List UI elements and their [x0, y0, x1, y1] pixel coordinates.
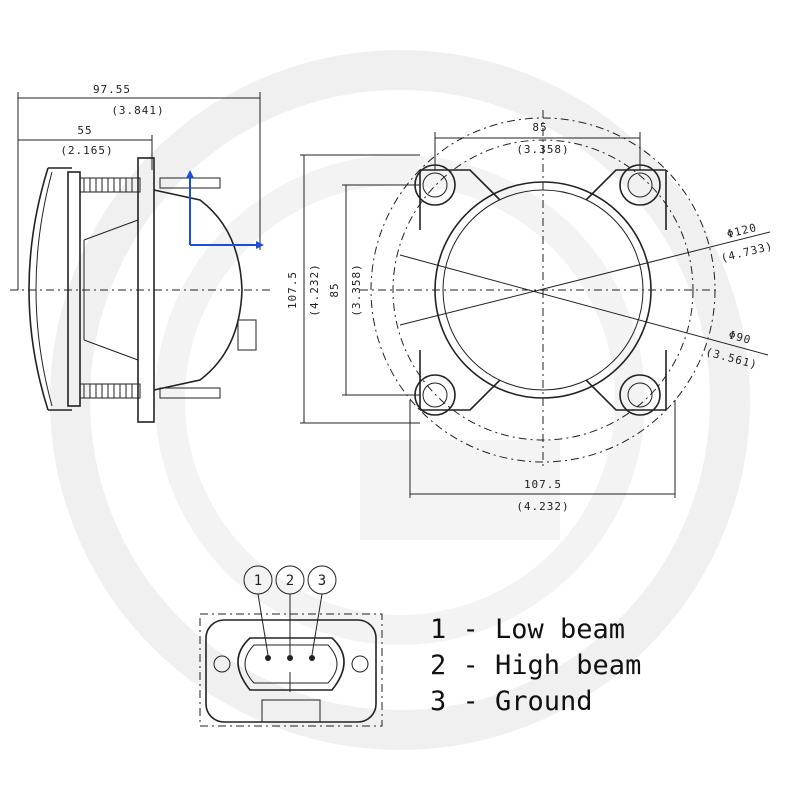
- connector-view: 1 2 3: [199, 565, 383, 727]
- side-view: 97.55 (3.841) 55 (2.165): [10, 83, 270, 423]
- coordinate-axes-icon: [186, 170, 264, 249]
- width-label: 107.5: [524, 478, 562, 491]
- hole-spacing-vertical-label: 85: [328, 282, 341, 297]
- hole-spacing-vertical-inch-label: (3.358): [350, 263, 363, 316]
- flange-depth-label: 55: [77, 124, 92, 137]
- width-inch-label: (4.232): [516, 500, 569, 513]
- pin-callout-1: 1: [243, 565, 273, 595]
- hole-spacing-top-inch-label: (3.358): [516, 143, 569, 156]
- inner-diameter-label: Φ90: [727, 328, 752, 346]
- pin-number: 2: [286, 573, 294, 589]
- height-label: 107.5: [286, 271, 299, 309]
- hole-spacing-top-label: 85: [532, 121, 547, 134]
- mounting-boss: [619, 374, 661, 416]
- mounting-boss: [414, 374, 456, 416]
- flange-depth-inch-label: (2.165): [60, 144, 113, 157]
- overall-depth-inch-label: (3.841): [111, 104, 164, 117]
- outer-diameter-label: Φ120: [726, 221, 759, 241]
- watermark-logo: [50, 50, 750, 750]
- outer-diameter-inch-label: (4.733): [720, 239, 775, 265]
- legend-item-low-beam: 1 - Low beam: [430, 614, 626, 645]
- pin-callout-2: 2: [275, 565, 305, 595]
- pin-callout-3: 3: [307, 565, 337, 595]
- pin-number: 1: [254, 573, 262, 589]
- pin-number: 3: [318, 573, 326, 589]
- height-inch-label: (4.232): [308, 263, 321, 316]
- legend-item-high-beam: 2 - High beam: [430, 650, 642, 681]
- legend-item-ground: 3 - Ground: [430, 686, 593, 717]
- overall-depth-label: 97.55: [93, 83, 131, 96]
